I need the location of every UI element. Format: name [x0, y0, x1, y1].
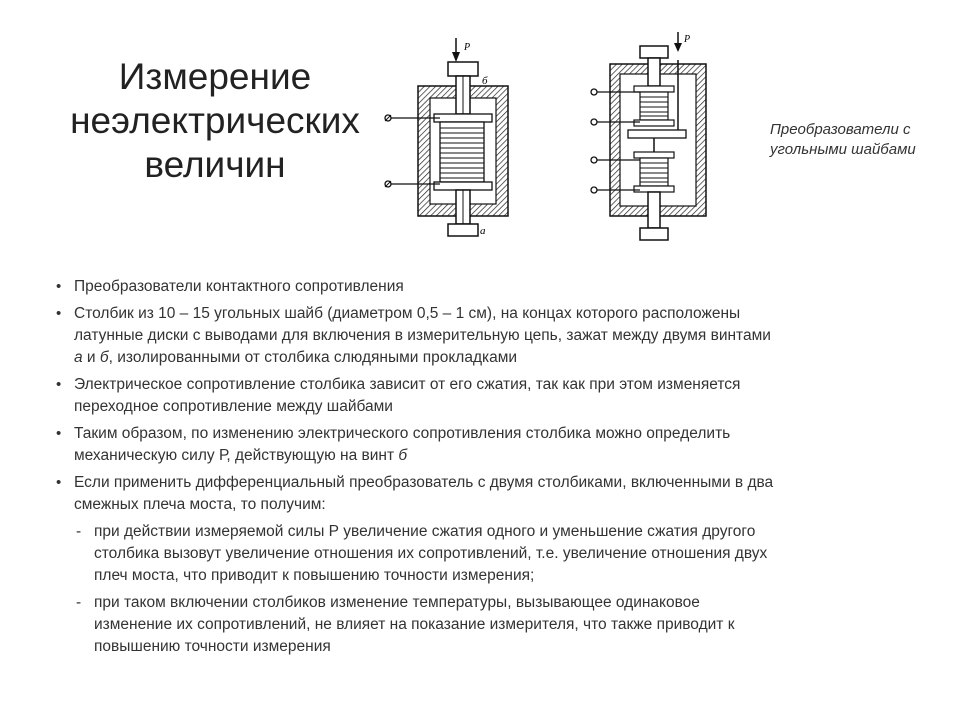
- washer-lines: [440, 127, 484, 179]
- upper-plate-top: [633, 85, 675, 93]
- bullet-line: переходное сопротивление между шайбами: [74, 398, 393, 415]
- screw-b-ref: б: [99, 349, 109, 366]
- title-line: неэлектрических: [70, 100, 360, 141]
- list-item: Таким образом, по изменению электрическо…: [54, 423, 914, 467]
- title-line: Измерение: [118, 56, 312, 97]
- bullet-line: Если применить дифференциальный преобраз…: [74, 474, 774, 491]
- terminals: [590, 88, 640, 194]
- bullet-line-rest: , изолированными от столбика слюдяными п…: [108, 349, 518, 366]
- force-label: P: [463, 42, 470, 53]
- slide-title: Измерение неэлектрических величин: [40, 55, 390, 187]
- sub-bullet-line: изменение их сопротивлений, не влияет на…: [94, 616, 735, 633]
- screw-a-label: а: [480, 225, 486, 237]
- lower-plate-top: [633, 151, 675, 159]
- bullet-line-text: механическую силу Р, действующую на винт: [74, 447, 399, 464]
- bottom-screw-head: [639, 227, 669, 241]
- top-plate: [433, 113, 493, 123]
- bullet-line: механическую силу Р, действующую на винт…: [74, 445, 914, 467]
- middle-bar: [627, 129, 687, 139]
- bullet-line: Преобразователи контактного сопротивлени…: [74, 278, 404, 295]
- bullet-line: Таким образом, по изменению электрическо…: [74, 425, 731, 442]
- list-item: Преобразователи контактного сопротивлени…: [54, 276, 914, 298]
- bottom-plate: [433, 181, 493, 191]
- sub-bullet-line: столбика вызовут увеличение отношения их…: [94, 545, 768, 562]
- list-item: Если применить дифференциальный преобраз…: [54, 472, 914, 516]
- bullet-line: а и б, изолированными от столбика слюдян…: [74, 347, 914, 369]
- top-screw-head: [447, 61, 479, 77]
- screw-b-label: б: [482, 75, 488, 87]
- upper-plate-bottom: [633, 119, 675, 127]
- sub-list-item: при действии измеряемой силы Р увеличени…: [54, 521, 914, 587]
- caption-line: Преобразователи с: [770, 121, 911, 138]
- figure-caption: Преобразователи с угольными шайбами: [770, 120, 945, 160]
- force-label: P: [683, 34, 690, 45]
- bullet-line: смежных плеча моста, то получим:: [74, 496, 326, 513]
- top-screw-shaft: [647, 57, 661, 87]
- lower-plate-bottom: [633, 185, 675, 193]
- title-line: величин: [144, 144, 286, 185]
- sub-bullet-line: плеч моста, что приводит к повышению точ…: [94, 567, 535, 584]
- bullet-line: Электрическое сопротивление столбика зав…: [74, 376, 741, 393]
- conjunction: и: [82, 349, 100, 366]
- screw-b-ref: б: [398, 447, 408, 464]
- top-screw-head: [639, 45, 669, 59]
- sub-bullet-line: повышению точности измерения: [94, 638, 331, 655]
- sub-list-item: при таком включении столбиков изменение …: [54, 592, 914, 658]
- bottom-screw-head: [447, 223, 479, 237]
- sub-bullet-line: при таком включении столбиков изменение …: [94, 594, 700, 611]
- single-column-transducer-diagram: P б а: [384, 38, 509, 237]
- caption-line: угольными шайбами: [770, 141, 916, 158]
- bullet-list: Преобразователи контактного сопротивлени…: [54, 276, 914, 663]
- list-item: Столбик из 10 – 15 угольных шайб (диамет…: [54, 303, 914, 369]
- differential-transducer-diagram: P: [590, 32, 707, 241]
- washer-column: [439, 121, 485, 183]
- bottom-screw-shaft: [647, 191, 661, 229]
- bullet-line: латунные диски с выводами для включения …: [74, 327, 771, 344]
- bullet-line: Столбик из 10 – 15 угольных шайб (диамет…: [74, 305, 741, 322]
- sub-bullet-line: при действии измеряемой силы Р увеличени…: [94, 523, 756, 540]
- list-item: Электрическое сопротивление столбика зав…: [54, 374, 914, 418]
- screw-a-ref: а: [74, 349, 83, 366]
